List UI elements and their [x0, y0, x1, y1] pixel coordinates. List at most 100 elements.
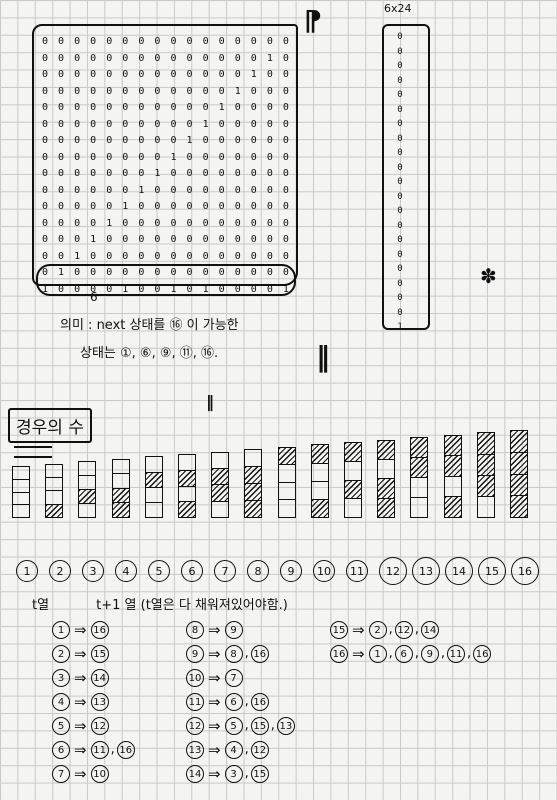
matrix-cell: 0 [154, 52, 161, 64]
state-cell [345, 499, 361, 517]
state-diagrams [12, 428, 552, 518]
matrix-cell: 0 [122, 85, 129, 97]
arrow-icon: ⇒ [208, 741, 221, 759]
vector-cell: 0 [397, 177, 403, 187]
matrix-cell: 1 [122, 283, 129, 295]
matrix-cell: 0 [41, 135, 49, 146]
matrix-cell: 0 [170, 267, 177, 278]
matrix-cell: 0 [122, 151, 129, 163]
matrix-cell: 0 [234, 283, 241, 295]
matrix-cell: 0 [170, 102, 177, 113]
matrix-cell: 0 [250, 85, 257, 97]
matrix-cell: 0 [266, 168, 273, 179]
matrix-cell: 0 [90, 52, 97, 64]
matrix-cell: 0 [170, 217, 177, 229]
matrix-cell: 0 [218, 85, 225, 97]
matrix-cell: 0 [234, 69, 241, 80]
state-cell [477, 454, 494, 476]
matrix-cell: 0 [170, 250, 177, 262]
matrix-cell: 0 [90, 102, 97, 113]
matrix-cell: 0 [266, 267, 273, 278]
matrix-cell: 0 [41, 184, 49, 196]
matrix-cell: 0 [154, 118, 161, 130]
state-cell [411, 498, 427, 517]
circled-state: 1 [368, 645, 387, 663]
scribble-mark: ✽ [480, 264, 497, 288]
matrix-cell: 0 [154, 217, 161, 229]
matrix-cell: 1 [218, 102, 225, 113]
state-diagram [310, 444, 329, 518]
matrix-cell: 0 [58, 250, 65, 262]
state-diagram [443, 434, 462, 518]
vector-cell: 0 [397, 119, 403, 129]
matrix-cell: 0 [234, 234, 241, 245]
transition-row: 15⇒2,12,14 [330, 618, 491, 642]
matrix-cell: 0 [234, 267, 241, 278]
matrix-cell: 0 [266, 102, 273, 113]
matrix-cell: 0 [154, 102, 161, 113]
matrix-cell: 0 [74, 52, 81, 64]
matrix-cell: 0 [218, 135, 225, 146]
state-cell [212, 502, 228, 517]
matrix-cell: 0 [138, 283, 145, 295]
matrix-cell: 0 [218, 168, 225, 179]
matrix-cell: 0 [106, 85, 113, 97]
arrow-icon: ⇒ [74, 765, 87, 783]
vector-cell: 0 [397, 278, 403, 289]
matrix-cell: 0 [218, 69, 225, 80]
matrix-cell: 0 [250, 267, 257, 278]
state-number: 15 [478, 557, 506, 585]
state-cell [278, 447, 295, 466]
matrix-cell: 0 [266, 85, 273, 97]
state-number: 3 [82, 560, 104, 582]
circled-state: 11 [447, 645, 465, 663]
header-t: t열 [32, 598, 50, 613]
matrix-cell: 0 [282, 234, 289, 245]
matrix-cell: 0 [122, 217, 129, 229]
matrix-cell: 0 [90, 250, 97, 262]
state-cell [411, 438, 428, 459]
circled-state: 8 [186, 621, 204, 639]
transition-row: 2⇒15 [52, 642, 135, 666]
state-cell [478, 497, 494, 517]
separator: , [414, 622, 419, 637]
vector-cell: 0 [397, 191, 403, 202]
separator: , [388, 646, 393, 661]
vector-cell: 0 [397, 206, 403, 216]
scribble-mark: ‖ [206, 392, 214, 411]
circled-state: 16 [250, 645, 269, 663]
matrix-cell: 0 [170, 234, 177, 245]
circled-state: 1 [52, 621, 70, 639]
state-diagram [244, 449, 263, 518]
matrix-cell: 0 [282, 69, 289, 80]
matrix-cell: 0 [74, 118, 81, 130]
matrix-cell: 0 [41, 85, 49, 97]
separator: , [467, 646, 472, 661]
matrix-cell: 0 [170, 201, 177, 212]
state-diagram [476, 432, 495, 518]
state-number: 7 [214, 560, 236, 582]
matrix-cell: 0 [154, 283, 161, 295]
matrix-cell: 0 [41, 52, 49, 64]
matrix-cell: 0 [266, 118, 273, 130]
matrix-cell: 0 [202, 184, 209, 196]
state-cell [112, 460, 129, 475]
circled-state: 13 [276, 717, 295, 735]
matrix-cell: 0 [202, 168, 209, 179]
matrix-cell: 1 [202, 283, 209, 295]
separator: , [244, 742, 249, 757]
matrix-cell: 0 [234, 135, 241, 146]
matrix-cell: 0 [58, 201, 65, 212]
matrix-cell: 0 [282, 135, 289, 146]
matrix-cell: 0 [186, 52, 193, 64]
circled-state: 4 [52, 693, 70, 711]
transition-row: 1⇒16 [52, 618, 135, 642]
arrow-icon: ⇒ [352, 645, 365, 663]
matrix-cell: 0 [90, 201, 97, 212]
arrow-icon: ⇒ [208, 717, 221, 735]
transition-row: 13⇒4,12 [186, 738, 295, 762]
state-cell [13, 493, 29, 506]
matrix-cell: 0 [106, 102, 113, 113]
